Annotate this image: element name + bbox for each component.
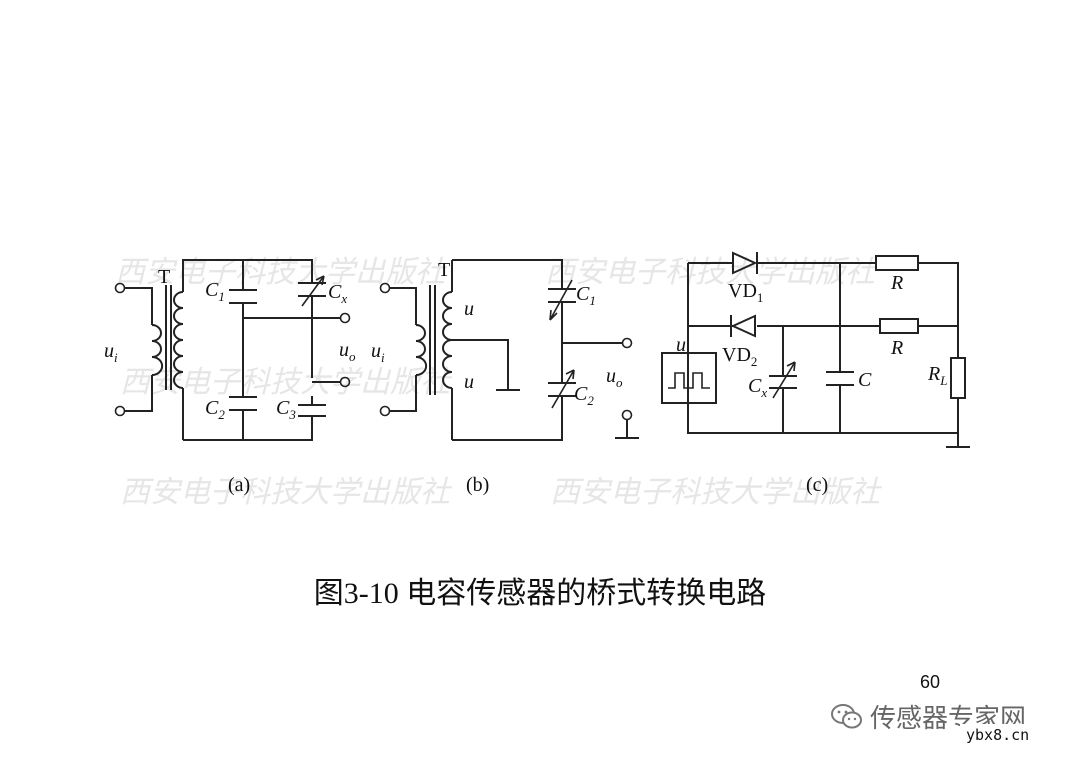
variable-arrow-a-cx: [301, 275, 325, 307]
label-b-u-bottom: u: [464, 371, 474, 393]
square-wave-icon: [668, 372, 710, 389]
watermark: 西安电子科技大学出版社 西安电子科技大学出版社 西安电子科技大学出版社 西安电子…: [115, 255, 883, 510]
ground-c: [946, 433, 970, 448]
label-b-c2: C2: [574, 383, 594, 408]
wire-a-frame: [182, 259, 313, 441]
diode-c-vd2: [730, 314, 756, 338]
circuit-c: VD1 VD2 R R u Cx C RL (c): [661, 251, 970, 496]
capacitor-a-c2: [229, 396, 257, 411]
label-c: (c): [806, 474, 828, 496]
label-c-rl: RL: [927, 363, 947, 388]
ground-b: [615, 420, 639, 439]
label-c-r-mid: R: [890, 337, 903, 359]
watermark-mid: 西安电子科技大学出版社: [120, 365, 453, 400]
resistor-c-rl: [950, 357, 966, 399]
page-number: 60: [920, 672, 941, 692]
wechat-icon: [831, 703, 862, 728]
label-b-c1: C1: [576, 283, 596, 308]
coil-a-secondary: [173, 285, 184, 440]
label-b-ui: ui: [371, 340, 385, 365]
label-c-cx: Cx: [748, 375, 767, 400]
label-c-vd2: VD2: [722, 344, 757, 369]
source-c-u: [661, 352, 717, 404]
label-b-u-top: u: [464, 298, 474, 320]
terminal-a-out-bottom: [339, 376, 351, 388]
capacitor-a-cx: [298, 282, 326, 310]
label-a-ui: ui: [104, 340, 118, 365]
core-b: [429, 285, 436, 395]
wire-b-input: [389, 287, 417, 412]
label-b: (b): [466, 474, 489, 496]
label-a-c1: C1: [205, 279, 225, 304]
capacitor-b-c2: [548, 382, 576, 397]
label-a: (a): [228, 474, 250, 496]
watermark-bottom-a: 西安电子科技大学出版社: [120, 475, 453, 510]
capacitor-c-c: [826, 371, 854, 386]
variable-arrow-b-c2: [551, 369, 575, 409]
coil-b-secondary: [442, 260, 453, 440]
label-c-u: u: [676, 334, 686, 356]
watermark-bottom-b: 西安电子科技大学出版社: [550, 475, 883, 510]
circuit-b: T ui u u C1 C2 uo (b): [371, 259, 639, 496]
terminal-a-in-bottom: [114, 405, 126, 417]
capacitor-b-c1: [548, 288, 576, 303]
terminal-b-out-bottom: [621, 409, 633, 421]
resistor-c-r-mid: [879, 318, 919, 334]
site-url: ybx8.cn: [960, 724, 1036, 746]
variable-arrow-b-c1: [549, 279, 573, 321]
capacitor-c-cx: [769, 375, 797, 389]
label-a-cx: Cx: [328, 281, 347, 306]
circuit-diagram: 西安电子科技大学出版社 西安电子科技大学出版社 西安电子科技大学出版社 西安电子…: [104, 251, 970, 510]
core-a: [165, 285, 172, 390]
label-c-r-top: R: [890, 272, 903, 294]
wire-a-output: [243, 317, 340, 383]
watermark-top-b: 西安电子科技大学出版社: [545, 255, 878, 290]
label-a-uo: uo: [339, 339, 356, 364]
capacitor-a-c3: [298, 404, 326, 417]
coil-a-primary: [151, 324, 164, 376]
label-a-t: T: [158, 266, 170, 288]
capacitor-a-c1: [229, 289, 257, 304]
circuit-a: T ui C1 Cx C2 C3 uo (a): [104, 259, 356, 496]
label-a-c2: C2: [205, 397, 225, 422]
figure-caption: 图3-10 电容传感器的桥式转换电路: [313, 577, 767, 610]
brand-watermark: 传感器专家网: [830, 698, 1026, 735]
label-c-c: C: [858, 369, 872, 391]
wire-c-frame: [687, 262, 959, 434]
label-b-t: T: [438, 259, 450, 281]
wire-a-input: [124, 287, 153, 412]
label-a-c3: C3: [276, 397, 296, 422]
terminal-b-out-top: [621, 337, 633, 349]
terminal-b-in-bottom: [379, 405, 391, 417]
label-b-uo: uo: [606, 365, 623, 390]
label-c-vd1: VD1: [728, 280, 763, 305]
diode-c-vd1: [732, 251, 758, 275]
variable-arrow-c-cx: [772, 361, 796, 399]
resistor-c-r-top: [875, 255, 919, 271]
coil-b-primary: [415, 324, 428, 376]
terminal-a-out-top: [339, 312, 351, 324]
wire-b-ground: [452, 339, 520, 391]
